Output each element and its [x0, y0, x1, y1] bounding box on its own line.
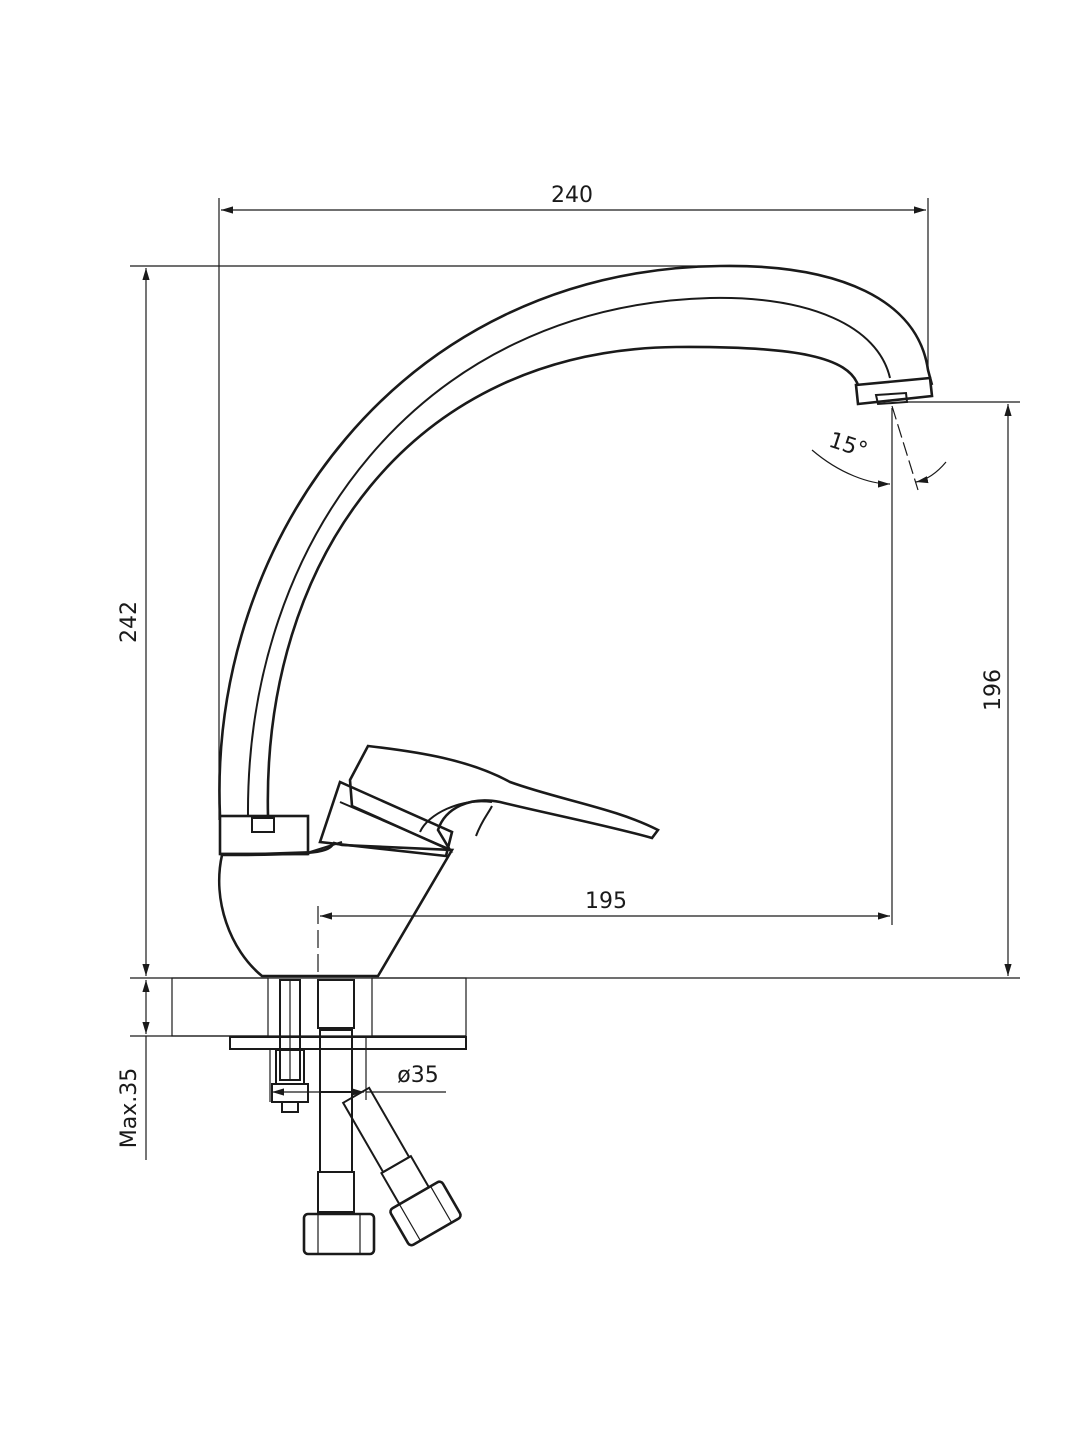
dim-label-diameter: ø35: [397, 1063, 438, 1088]
dim-label-242: 242: [117, 601, 142, 643]
dim-label-max35: Max.35: [117, 1068, 142, 1148]
spout: [218, 264, 934, 817]
dim-label-240: 240: [551, 183, 593, 208]
dimension-240: 240: [218, 183, 929, 820]
countertop-section: [130, 977, 1020, 1050]
dim-label-196: 196: [981, 669, 1006, 711]
dim-label-angle: 15°: [826, 428, 871, 464]
dimension-242: 242: [117, 265, 720, 976]
supply-hose-angled: [341, 1086, 462, 1247]
lever-handle: [348, 744, 660, 853]
dimension-diameter-35: ø35: [269, 1036, 446, 1102]
supply-hose-vertical: [302, 979, 376, 1256]
dimension-angle-15: 15°: [811, 405, 947, 491]
mounting-stud: [271, 979, 309, 1113]
dimension-max35: Max.35: [117, 980, 172, 1160]
dimension-196: 196: [904, 401, 1020, 976]
dimension-195: 195: [317, 408, 893, 978]
dim-label-195: 195: [585, 889, 627, 914]
faucet-body: [217, 780, 455, 978]
